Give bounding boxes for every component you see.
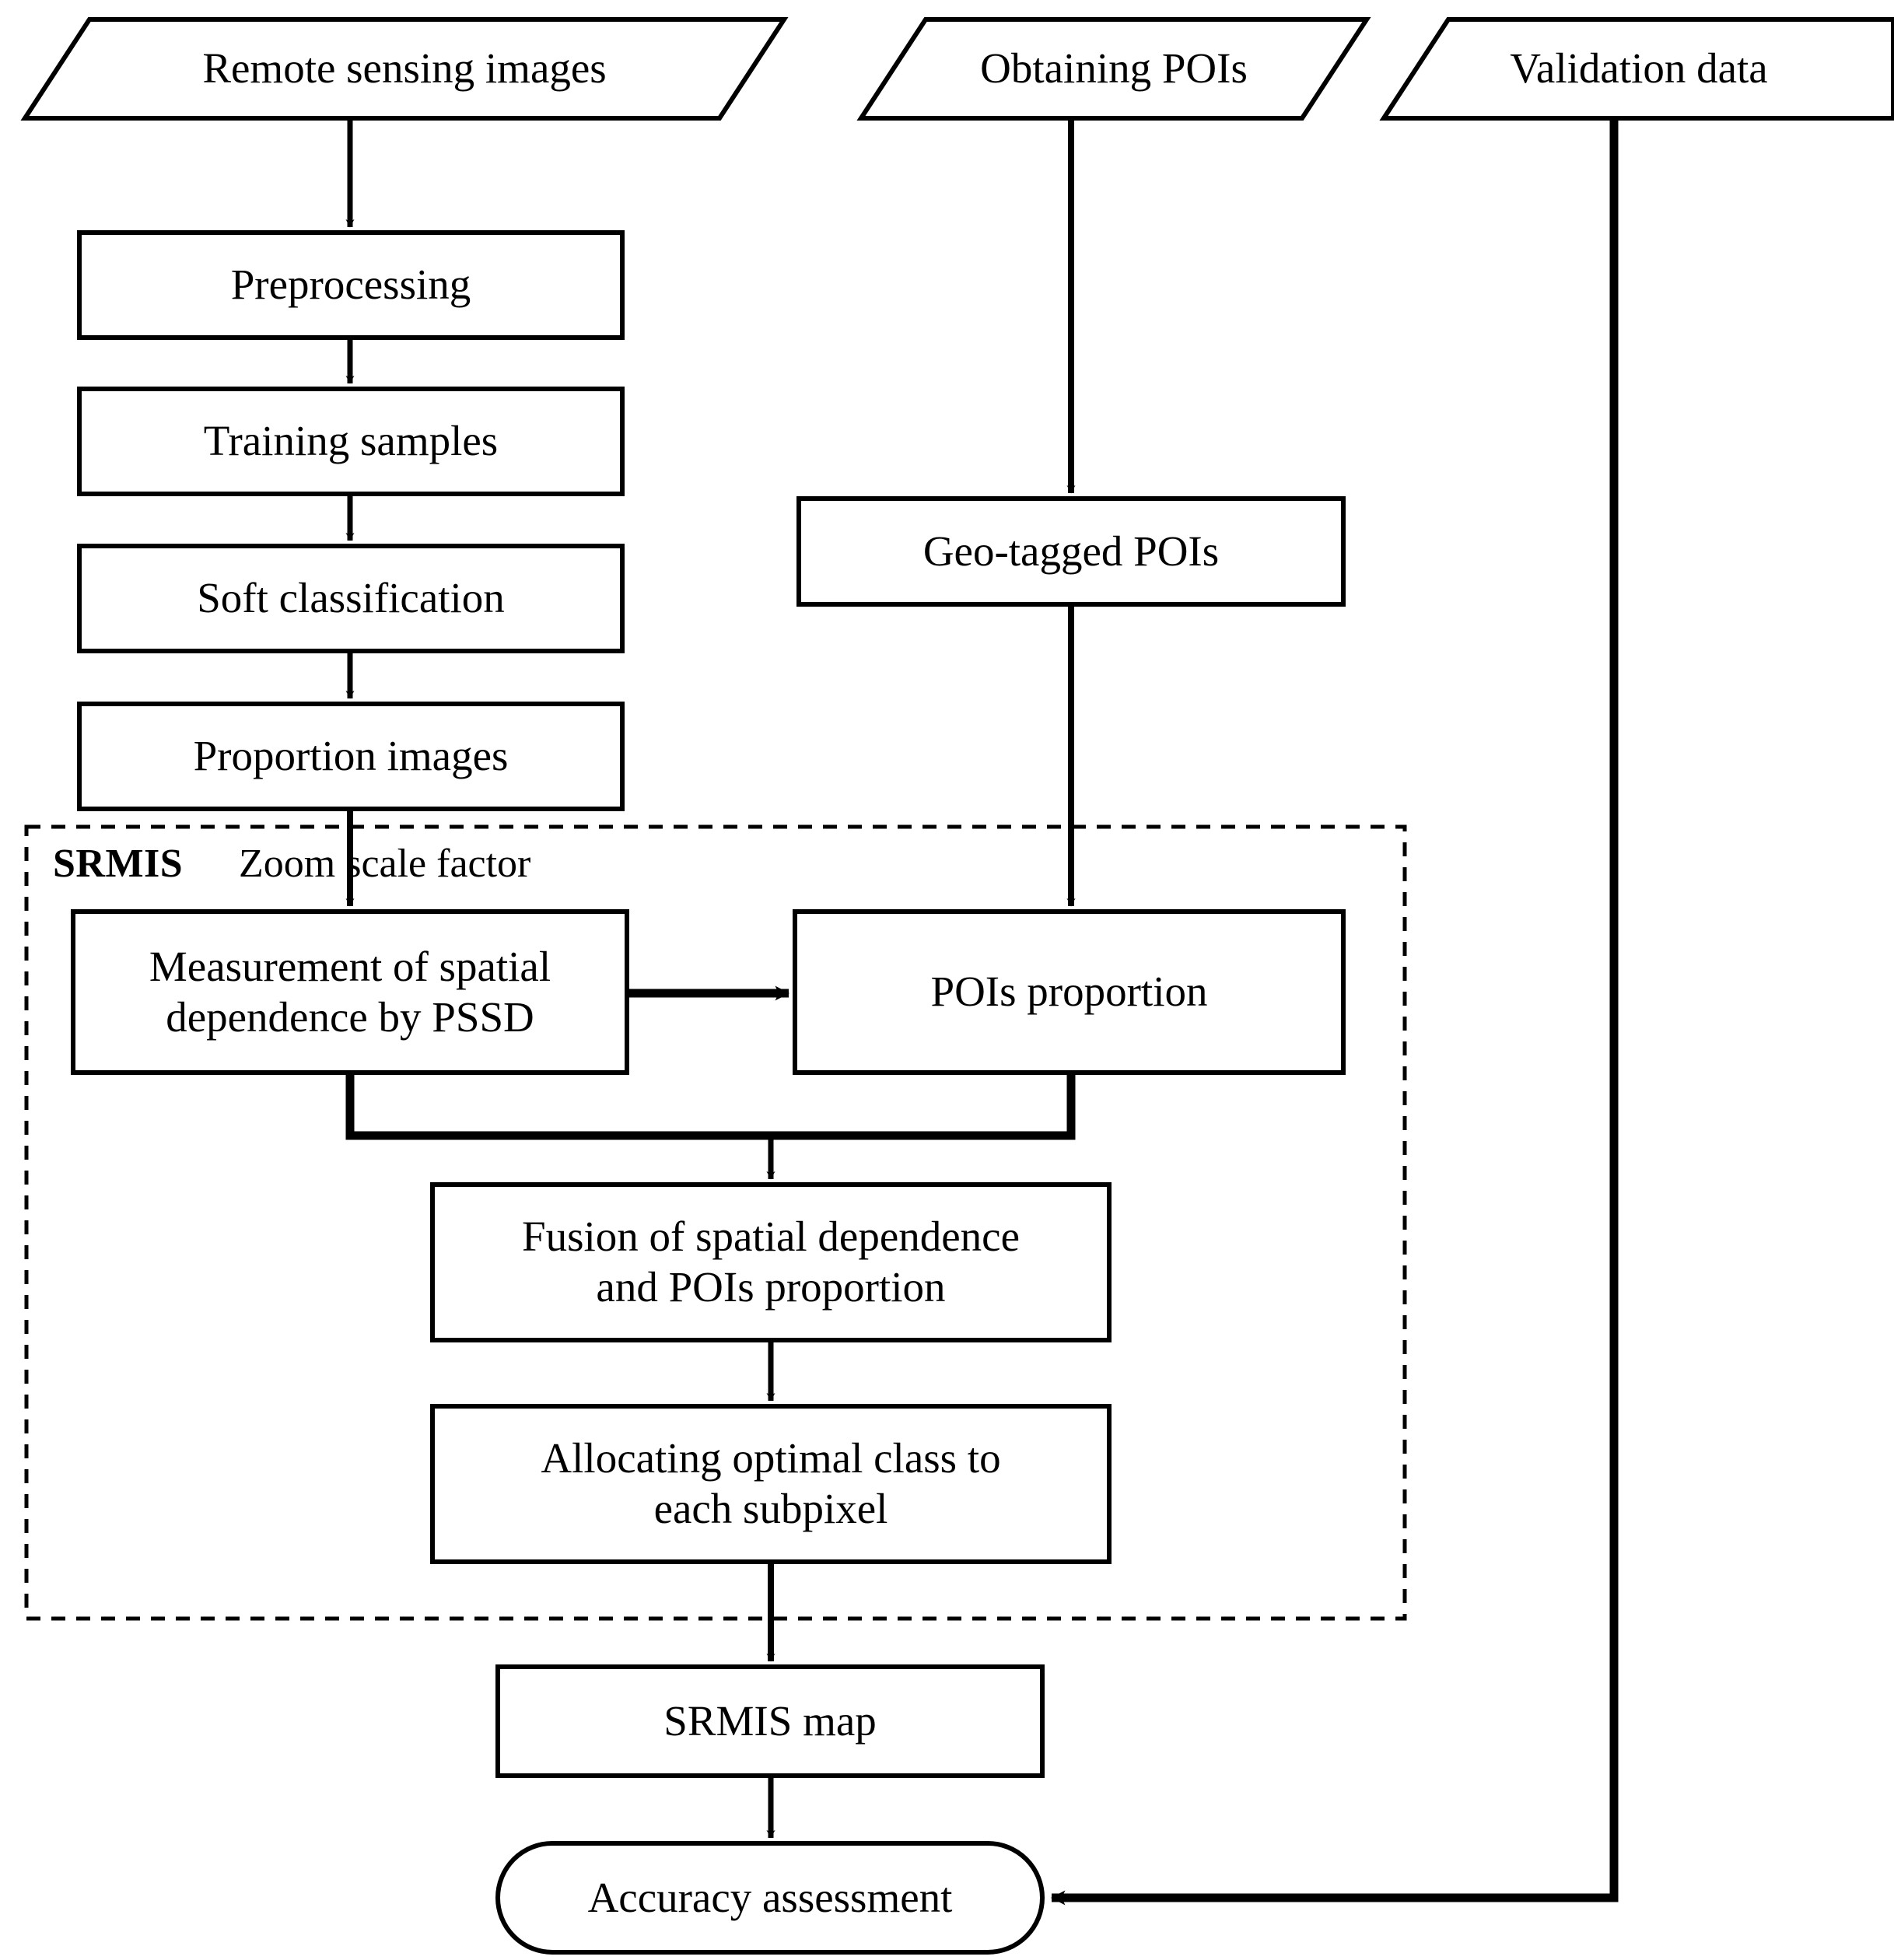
fusion-shape[interactable] xyxy=(430,1182,1112,1342)
soft-classification-shape[interactable] xyxy=(77,544,625,653)
measurement-pssd-shape[interactable] xyxy=(71,909,629,1075)
proportion-images-shape[interactable] xyxy=(77,702,625,811)
arrow-validation-to-accuracy xyxy=(1051,118,1619,1906)
srmis-map-shape[interactable] xyxy=(495,1664,1045,1778)
merge-connector-to-fusion xyxy=(345,1073,1076,1140)
srmis-group-title: SRMIS xyxy=(53,842,184,886)
pois-proportion-shape[interactable] xyxy=(793,909,1346,1075)
obtaining-pois-shape[interactable] xyxy=(856,17,1371,121)
geo-tagged-pois-shape[interactable] xyxy=(796,496,1346,607)
training-samples-shape[interactable] xyxy=(77,387,625,496)
accuracy-assessment-shape[interactable] xyxy=(495,1841,1045,1955)
preprocessing-shape[interactable] xyxy=(77,230,625,340)
validation-data-shape[interactable] xyxy=(1379,17,1894,121)
allocating-shape[interactable] xyxy=(430,1404,1112,1564)
srmis-group-box xyxy=(24,824,1407,1621)
zoom-scale-factor-annotation: Zoom scale factor xyxy=(239,842,531,886)
remote-sensing-images-shape[interactable] xyxy=(20,17,789,121)
